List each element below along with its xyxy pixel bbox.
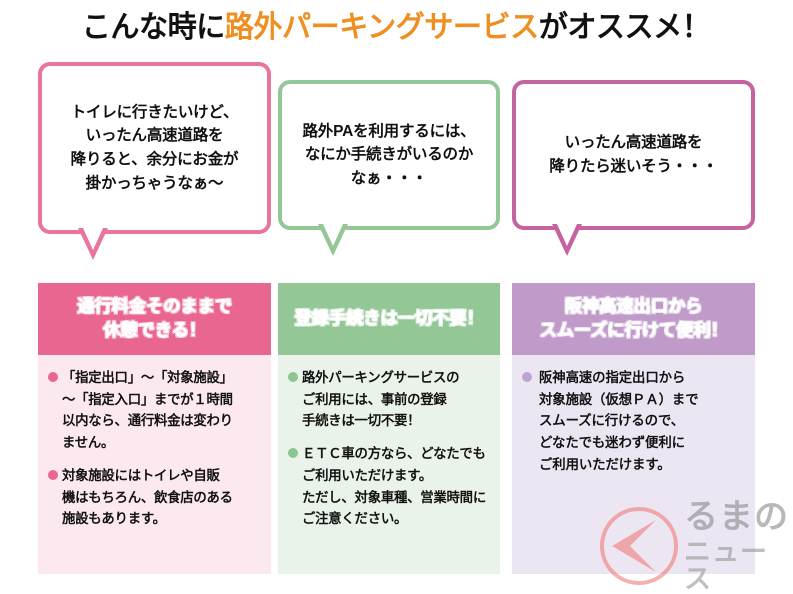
list-item-text: 阪神高速の指定出口から 対象施設（仮想ＰＡ）まで スムーズに行けるので、 どなた… <box>539 370 699 472</box>
page-title: こんな時に路外パーキングサービスがオススメ！ <box>82 13 711 43</box>
column-access: いったん高速道路を 降りたら迷いそう・・・ <box>512 62 755 256</box>
panel-header-label: 阪神高速出口から スムーズに行けて便利！ <box>539 296 728 340</box>
list-item-text: ＥＴＣ車の方なら、どなたでも ご利用いただけます。 ただし、対象車種、営業時間に… <box>302 446 486 527</box>
list-item: 路外パーキングサービスの ご利用には、事前の登録 手続きは一切不要！ <box>288 367 490 432</box>
list-item: 対象施設にはトイレや自販 機はもちろん、飲食店のある 施設もあります。 <box>48 465 261 530</box>
list-item: ＥＴＣ車の方なら、どなたでも ご利用いただけます。 ただし、対象車種、営業時間に… <box>288 443 490 530</box>
panel-header-registration: 登録手続きは一切不要！ <box>278 283 500 355</box>
info-panel-toll-fee: 通行料金そのままで 休憩できる！ 「指定出口」〜「対象施設」 〜「指定入口」まで… <box>38 283 271 574</box>
bullet-dot-icon <box>288 372 298 382</box>
page-title-prefix: こんな時に <box>82 11 226 44</box>
panel-body-toll-fee: 「指定出口」〜「対象施設」 〜「指定入口」までが１時間 以内なら、通行料金は変わ… <box>38 355 271 549</box>
column-toll-fee: トイレに行きたいけど、 いったん高速道路を 降りると、余分にお金が 掛かっちゃう… <box>38 62 271 260</box>
speech-bubble-tail-fill-icon <box>323 224 343 246</box>
speech-bubble-text: トイレに行きたいけど、 いったん高速道路を 降りると、余分にお金が 掛かっちゃう… <box>70 103 239 192</box>
speech-bubble-tail-fill-icon <box>83 228 103 250</box>
panel-body-access: 阪神高速の指定出口から 対象施設（仮想ＰＡ）まで スムーズに行けるので、 どなた… <box>512 355 755 495</box>
bullet-dot-icon <box>522 372 532 382</box>
bullet-dot-icon <box>48 469 58 480</box>
panel-body-registration: 路外パーキングサービスの ご利用には、事前の登録 手続きは一切不要！ ＥＴＣ車の… <box>278 355 500 549</box>
page-title-highlight: 路外パーキングサービス <box>225 11 540 44</box>
speech-bubble-text: いったん高速道路を 降りたら迷いそう・・・ <box>549 134 718 175</box>
speech-bubble-text: 路外PAを利用するには、 なにか手続きがいるのか なぁ・・・ <box>302 122 476 187</box>
list-item: 「指定出口」〜「対象施設」 〜「指定入口」までが１時間 以内なら、通行料金は変わ… <box>48 367 261 454</box>
speech-bubble-access: いったん高速道路を 降りたら迷いそう・・・ <box>512 80 755 256</box>
panel-header-label: 通行料金そのままで 休憩できる！ <box>77 296 232 340</box>
panel-header-access: 阪神高速出口から スムーズに行けて便利！ <box>512 283 755 355</box>
page-title-suffix: がオススメ！ <box>539 11 711 44</box>
list-item: 阪神高速の指定出口から 対象施設（仮想ＰＡ）まで スムーズに行けるので、 どなた… <box>522 367 745 476</box>
bullet-dot-icon <box>288 448 298 459</box>
list-item-text: 路外パーキングサービスの ご利用には、事前の登録 手続きは一切不要！ <box>302 370 460 429</box>
list-item-text: 「指定出口」〜「対象施設」 〜「指定入口」までが１時間 以内なら、通行料金は変わ… <box>62 370 233 451</box>
list-item-text: 対象施設にはトイレや自販 機はもちろん、飲食店のある 施設もあります。 <box>62 467 233 527</box>
speech-bubble-registration: 路外PAを利用するには、 なにか手続きがいるのか なぁ・・・ <box>278 80 500 256</box>
speech-bubble-toll-fee: トイレに行きたいけど、 いったん高速道路を 降りると、余分にお金が 掛かっちゃう… <box>38 62 271 260</box>
info-panel-registration: 登録手続きは一切不要！ 路外パーキングサービスの ご利用には、事前の登録 手続き… <box>278 283 500 574</box>
panel-header-label: 登録手続きは一切不要！ <box>294 308 484 329</box>
panel-header-toll-fee: 通行料金そのままで 休憩できる！ <box>38 283 271 355</box>
column-registration: 路外PAを利用するには、 なにか手続きがいるのか なぁ・・・ <box>278 62 500 256</box>
bullet-dot-icon <box>48 372 58 382</box>
title-bar: こんな時に路外パーキングサービスがオススメ！ <box>0 0 793 56</box>
speech-bubble-tail-fill-icon <box>557 224 577 246</box>
info-panel-access: 阪神高速出口から スムーズに行けて便利！ 阪神高速の指定出口から 対象施設（仮想… <box>512 283 755 574</box>
